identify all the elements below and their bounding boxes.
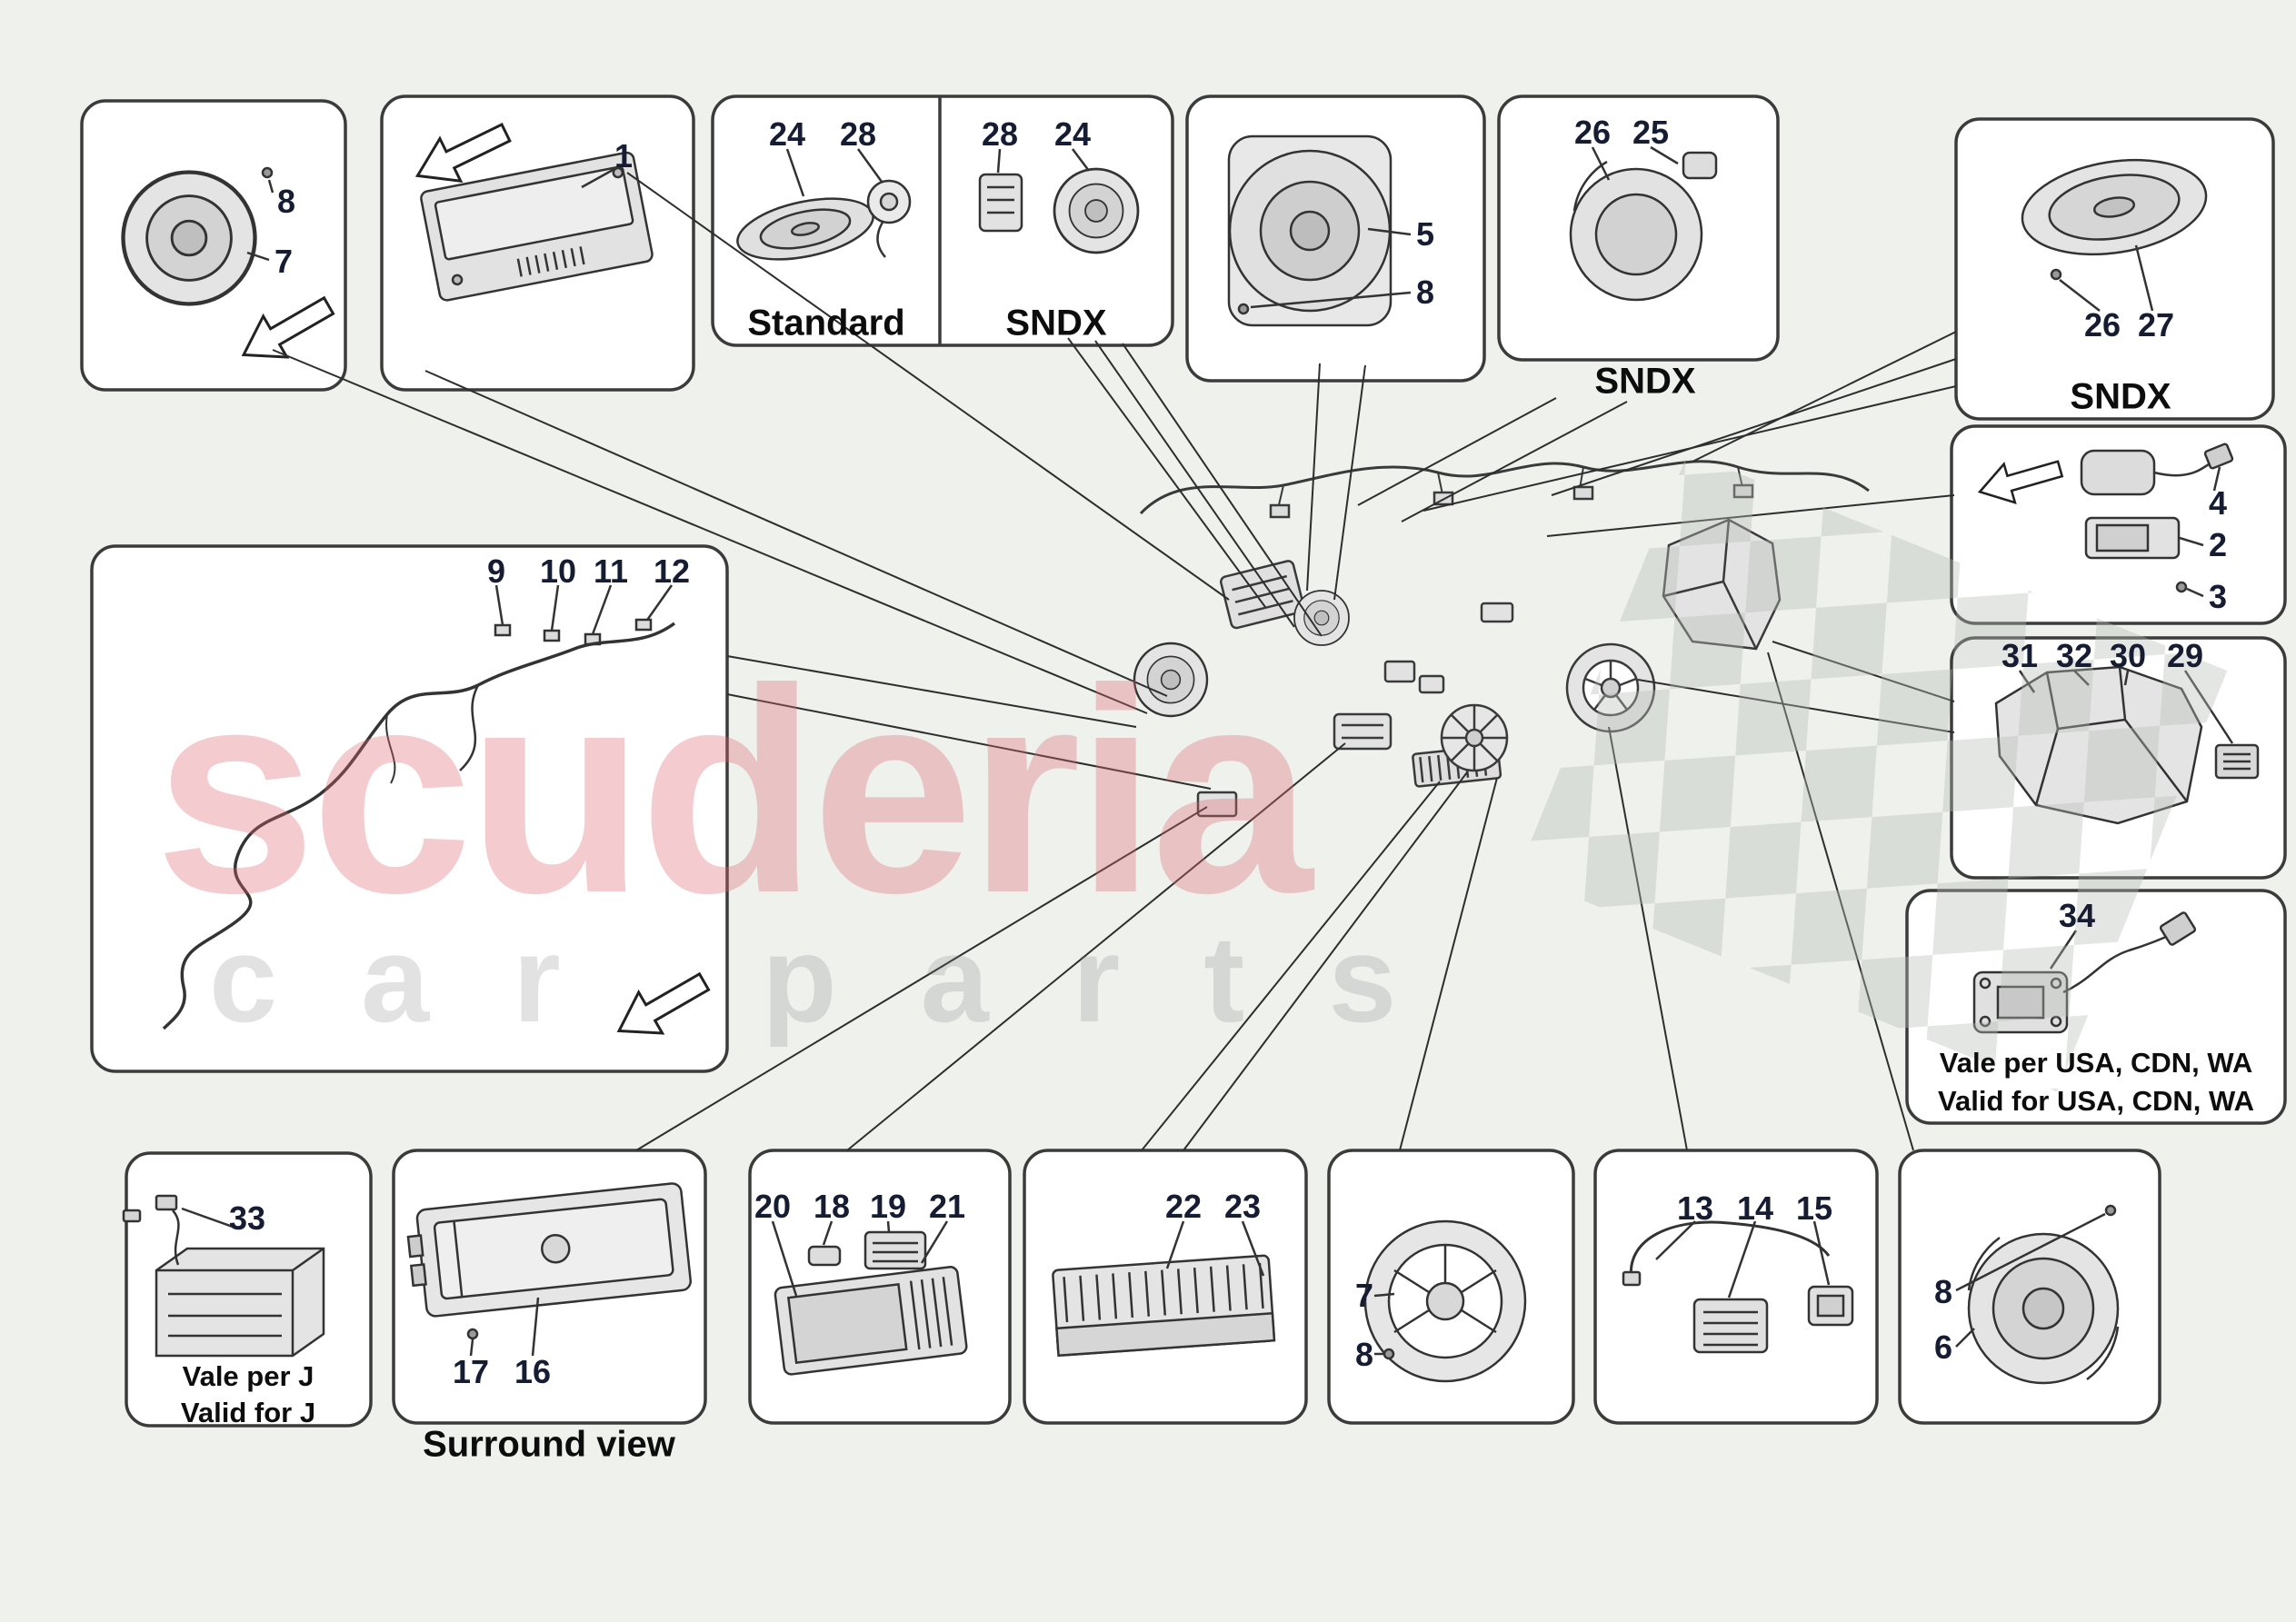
cables-illustration [1622, 1220, 1854, 1354]
head-unit-illustration [405, 110, 654, 302]
japan-module-illustration [122, 1194, 325, 1358]
amplifier-illustration [1052, 1220, 1276, 1358]
front-speaker-illustration [124, 166, 343, 377]
panel-antenna-cables [1593, 1149, 1879, 1425]
surround-ecu-illustration [406, 1182, 692, 1357]
mid-speaker-illustration [1227, 134, 1412, 327]
sndx-rear-illustration [2021, 158, 2208, 312]
sndx-speaker-illustration [978, 148, 1140, 254]
harness-illustration [162, 584, 718, 1053]
control-modules-illustration [771, 1220, 968, 1376]
standard-speaker-illustration [736, 148, 912, 261]
panel-wiring-harness [90, 544, 729, 1073]
subwoofer-illustration [1363, 1219, 1527, 1383]
rear-speaker-illustration [1955, 1204, 2120, 1385]
antenna-illustration [1972, 443, 2234, 598]
checker-watermark [1517, 453, 2228, 1092]
panel-standard-sndx [711, 95, 1174, 347]
sndx-tweeter-illustration [1569, 145, 1718, 302]
leader-lines [272, 172, 1957, 1151]
